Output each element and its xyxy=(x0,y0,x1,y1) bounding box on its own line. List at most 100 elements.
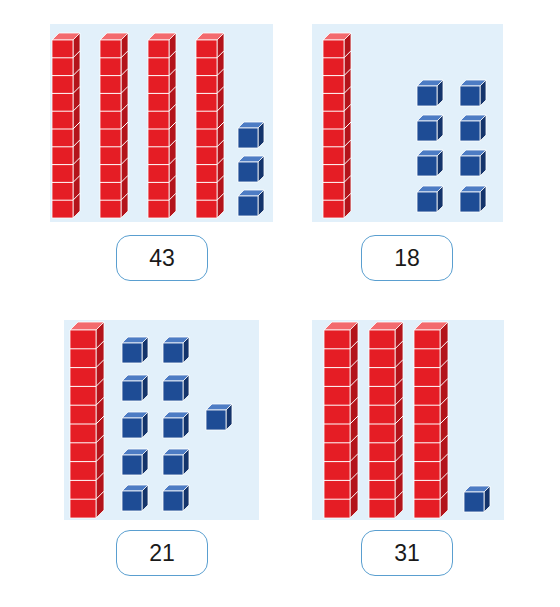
segment-line xyxy=(324,442,350,443)
segment-line xyxy=(100,111,121,112)
segment-line xyxy=(70,348,96,349)
segment-line xyxy=(121,122,128,129)
segment-line xyxy=(323,182,344,183)
segment-line xyxy=(369,480,395,481)
cube-front xyxy=(163,455,183,475)
segment-line xyxy=(395,491,403,499)
segment-line xyxy=(414,367,440,368)
rod-front xyxy=(323,40,344,218)
cube-front xyxy=(417,121,437,141)
segment-line xyxy=(217,122,224,129)
rod-front xyxy=(324,330,350,518)
segment-line xyxy=(169,193,176,200)
segment-line xyxy=(96,416,104,424)
segment-line xyxy=(70,424,96,425)
segment-line xyxy=(73,69,80,76)
segment-line xyxy=(414,348,440,349)
segment-line xyxy=(148,164,169,165)
cube-front xyxy=(460,192,480,212)
segment-line xyxy=(324,480,350,481)
number-label: 18 xyxy=(394,247,420,270)
segment-line xyxy=(196,164,217,165)
segment-line xyxy=(350,341,358,349)
segment-line xyxy=(70,461,96,462)
cube-front xyxy=(238,196,258,216)
number-box: 21 xyxy=(116,530,208,576)
segment-line xyxy=(169,69,176,76)
segment-line xyxy=(350,435,358,443)
segment-line xyxy=(121,104,128,111)
rod-side xyxy=(395,322,403,518)
cube-side xyxy=(183,337,189,363)
cube-front xyxy=(122,343,142,363)
number-label: 31 xyxy=(394,542,420,565)
segment-line xyxy=(369,386,395,387)
segment-line xyxy=(350,416,358,424)
segment-line xyxy=(414,461,440,462)
segment-line xyxy=(52,146,73,147)
segment-line xyxy=(440,416,448,424)
rod-side xyxy=(217,33,224,218)
segment-line xyxy=(52,57,73,58)
segment-line xyxy=(369,348,395,349)
cube-front xyxy=(206,410,226,430)
cube-side xyxy=(183,375,189,401)
cube-side xyxy=(183,449,189,475)
segment-line xyxy=(369,367,395,368)
segment-line xyxy=(440,454,448,462)
cube-front xyxy=(417,192,437,212)
segment-line xyxy=(217,140,224,147)
rod-side xyxy=(121,33,128,218)
segment-line xyxy=(323,164,344,165)
segment-line xyxy=(73,51,80,58)
number-box: 43 xyxy=(116,235,208,281)
segment-line xyxy=(344,69,351,76)
segment-line xyxy=(96,378,104,386)
panel xyxy=(64,320,259,520)
segment-line xyxy=(395,472,403,480)
cube-side xyxy=(437,115,443,141)
segment-line xyxy=(217,175,224,182)
cube-side xyxy=(480,80,486,106)
segment-line xyxy=(369,499,395,500)
cube-front xyxy=(122,491,142,511)
segment-line xyxy=(52,182,73,183)
segment-line xyxy=(121,193,128,200)
segment-line xyxy=(350,360,358,368)
segment-line xyxy=(196,75,217,76)
rod-front xyxy=(148,40,169,218)
segment-line xyxy=(121,140,128,147)
cube-side xyxy=(484,486,490,512)
rod-front xyxy=(369,330,395,518)
segment-line xyxy=(324,405,350,406)
segment-line xyxy=(440,360,448,368)
segment-line xyxy=(73,86,80,93)
segment-line xyxy=(100,182,121,183)
segment-line xyxy=(70,386,96,387)
segment-line xyxy=(100,75,121,76)
segment-line xyxy=(73,158,80,165)
segment-line xyxy=(96,454,104,462)
cube-side xyxy=(142,485,148,511)
segment-line xyxy=(121,86,128,93)
rod-side xyxy=(440,322,448,518)
segment-line xyxy=(414,442,440,443)
segment-line xyxy=(369,442,395,443)
cube-side xyxy=(437,150,443,176)
segment-line xyxy=(70,480,96,481)
rod-front xyxy=(414,330,440,518)
cube-front xyxy=(238,162,258,182)
segment-line xyxy=(217,193,224,200)
segment-line xyxy=(369,405,395,406)
segment-line xyxy=(96,435,104,443)
rod-side xyxy=(96,322,104,518)
segment-line xyxy=(350,378,358,386)
segment-line xyxy=(395,416,403,424)
cube-front xyxy=(460,86,480,106)
segment-line xyxy=(217,104,224,111)
segment-line xyxy=(395,454,403,462)
segment-line xyxy=(344,104,351,111)
segment-line xyxy=(148,93,169,94)
cube-front xyxy=(122,418,142,438)
segment-line xyxy=(121,158,128,165)
